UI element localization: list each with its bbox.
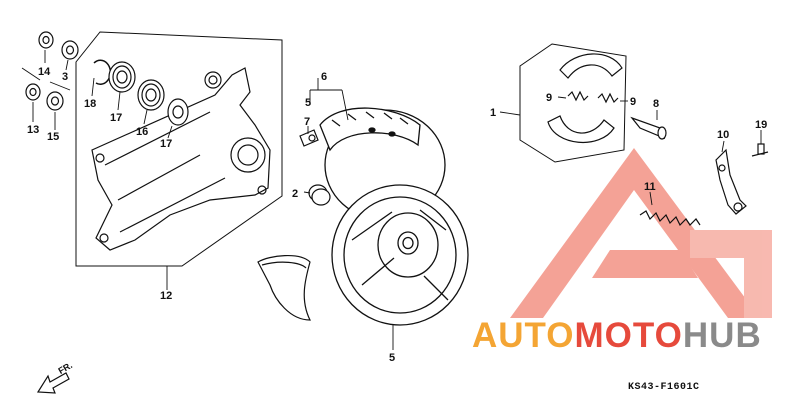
callout-labels: 14 3 13 15 18 17 16 17 12 6 5 7 2 5 1 9 … bbox=[27, 66, 767, 364]
bearing-parts bbox=[25, 31, 189, 126]
nut-13 bbox=[25, 83, 41, 101]
front-direction-arrow bbox=[36, 372, 70, 394]
brake-cam-8 bbox=[630, 116, 667, 140]
watermark-hub: HUB bbox=[682, 316, 762, 355]
callout-18: 18 bbox=[84, 98, 96, 110]
callout-13: 13 bbox=[27, 124, 39, 136]
bracket-assembly-group bbox=[75, 31, 283, 267]
watermark-logo bbox=[510, 148, 772, 318]
callout-19: 19 bbox=[755, 119, 767, 131]
callout-17a: 17 bbox=[110, 112, 122, 124]
nut-14 bbox=[38, 31, 54, 49]
callout-17b: 17 bbox=[160, 138, 172, 150]
callout-16: 16 bbox=[136, 126, 148, 138]
valve-7 bbox=[299, 129, 319, 147]
watermark-moto: MOTO bbox=[574, 316, 683, 355]
callout-3: 3 bbox=[62, 71, 68, 83]
mud-guard bbox=[257, 255, 311, 321]
seal-15 bbox=[46, 91, 64, 111]
callout-1: 1 bbox=[490, 107, 496, 119]
callout-5a: 5 bbox=[305, 97, 311, 109]
clip-18 bbox=[93, 59, 112, 85]
callout-11: 11 bbox=[644, 181, 656, 193]
callout-8: 8 bbox=[653, 98, 659, 110]
bearing-16 bbox=[137, 79, 165, 111]
rear-wheel bbox=[319, 107, 469, 326]
callout-12: 12 bbox=[160, 290, 172, 302]
brake-arm-10 bbox=[715, 148, 747, 215]
callout-7: 7 bbox=[304, 116, 310, 128]
diagram-code: KS43-F1601C bbox=[628, 382, 700, 393]
callout-10: 10 bbox=[717, 129, 729, 141]
callout-6: 6 bbox=[321, 71, 327, 83]
callout-5b: 5 bbox=[389, 352, 395, 364]
callout-9b: 9 bbox=[630, 96, 636, 108]
seal-3 bbox=[61, 40, 79, 60]
bolt-19 bbox=[751, 143, 769, 157]
spring-11 bbox=[639, 210, 701, 227]
brake-shoe-group bbox=[519, 43, 627, 163]
watermark-auto: AUTO bbox=[472, 316, 575, 355]
leader-lines bbox=[21, 50, 762, 350]
callout-14: 14 bbox=[38, 66, 51, 78]
callout-2: 2 bbox=[292, 188, 298, 200]
callout-9a: 9 bbox=[546, 92, 552, 104]
collar-2 bbox=[308, 184, 331, 206]
bearing-17a bbox=[108, 61, 136, 93]
watermark-text: AUTOMOTOHUB bbox=[472, 316, 762, 356]
callout-15: 15 bbox=[47, 131, 59, 143]
seal-17b bbox=[167, 98, 189, 126]
